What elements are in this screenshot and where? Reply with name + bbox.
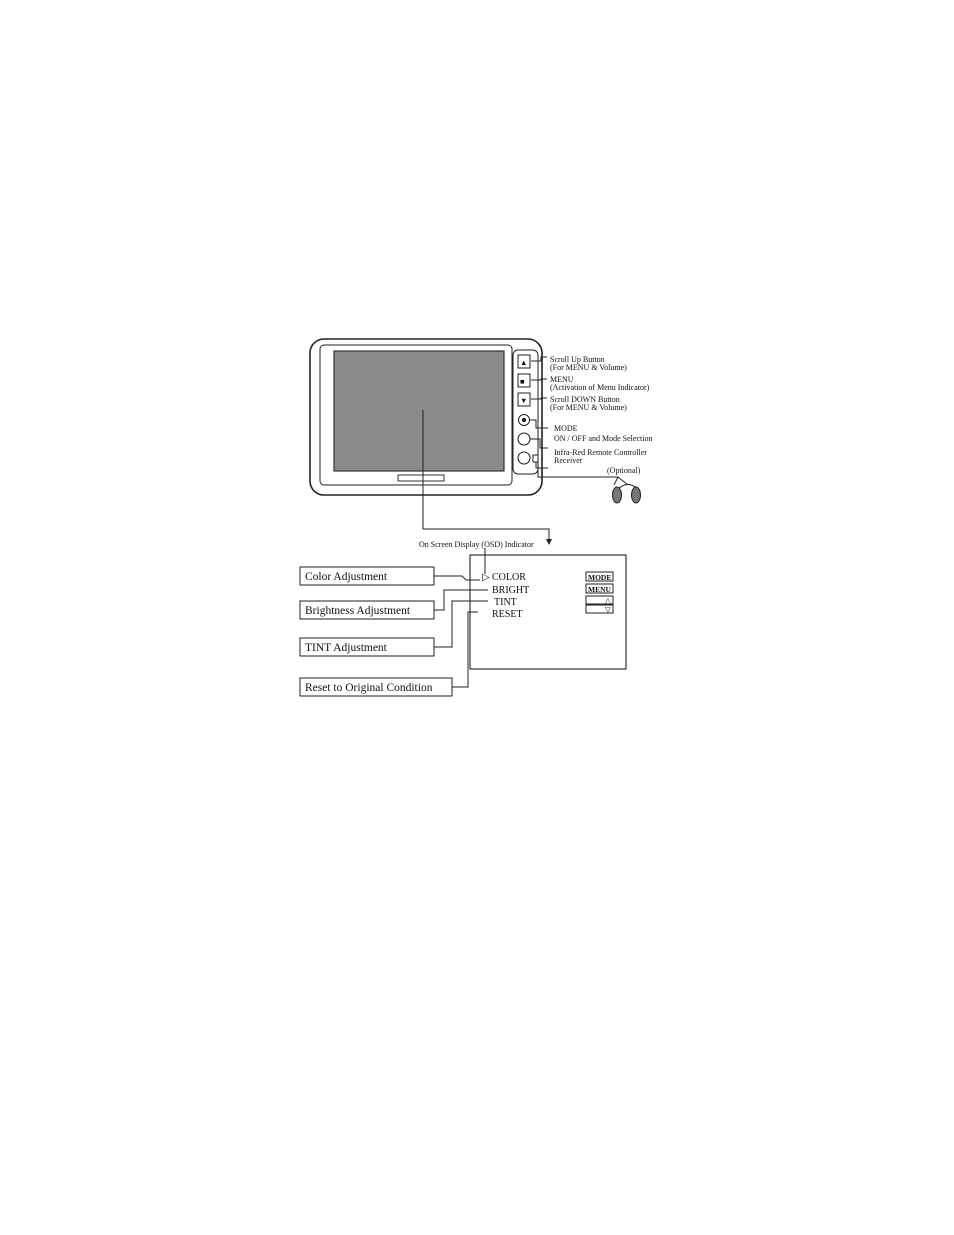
- tint-adjustment-label: TINT Adjustment: [305, 642, 388, 654]
- reset-label: Reset to Original Condition: [305, 682, 433, 694]
- adjustment-connectors: [434, 575, 488, 688]
- osd-arrow-icon: [546, 539, 552, 545]
- osd-key-down: [585, 604, 614, 614]
- menu-glyph-icon: ■: [520, 377, 525, 386]
- osd-screen: ▷ COLOR BRIGHT TINT RESET MODE MENU △ ▽: [469, 548, 627, 670]
- brightness-adjustment-label: Brightness Adjustment: [305, 605, 411, 617]
- scroll-down-button[interactable]: [517, 392, 531, 407]
- monitor-bezel: [309, 338, 543, 496]
- callout-lines: [422, 356, 629, 545]
- mode-button-dot-icon: [521, 417, 527, 423]
- osd-key-menu-label: MENU: [588, 585, 611, 594]
- osd-cursor-icon: ▷: [482, 572, 490, 583]
- menu-sublabel: (Activation of Menu Indicator): [550, 383, 650, 392]
- osd-item-reset[interactable]: RESET: [492, 609, 523, 620]
- scroll-down-sublabel: (For MENU & Volume): [550, 403, 627, 412]
- scroll-down-glyph-icon: ▼: [520, 396, 527, 405]
- mode-label: MODE: [554, 424, 578, 433]
- scroll-up-button[interactable]: [517, 354, 531, 369]
- ir-receiver: [517, 451, 531, 465]
- callout-texts: Scroll Up Button (For MENU & Volume) MEN…: [419, 355, 652, 549]
- adjustment-boxes: Color Adjustment Brightness Adjustment T…: [299, 566, 453, 697]
- menu-button[interactable]: [517, 373, 531, 388]
- mode-sublabel: ON / OFF and Mode Selection: [554, 434, 652, 443]
- monitor-screen: [333, 350, 505, 472]
- osd-key-down-icon: ▽: [605, 605, 611, 614]
- osd-item-tint[interactable]: TINT: [494, 597, 517, 608]
- button-panel: [512, 349, 539, 475]
- monitor-base: [397, 474, 445, 482]
- headphones-icon: [612, 484, 641, 504]
- monitor-inner-bezel: [319, 344, 513, 486]
- menu-label: MENU: [550, 375, 574, 384]
- osd-key-mode: [585, 571, 614, 582]
- color-adjustment-label: Color Adjustment: [305, 571, 388, 583]
- osd-key-up: [585, 595, 614, 605]
- optional-label: (Optional): [607, 466, 641, 475]
- osd-key-mode-label: MODE: [588, 573, 611, 582]
- osd-key-menu: [585, 583, 614, 594]
- osd-indicator-label: On Screen Display (OSD) Indicator: [419, 540, 534, 549]
- osd-item-bright[interactable]: BRIGHT: [492, 585, 529, 596]
- ir-label: Infra-Red Remote Controller: [554, 448, 647, 457]
- ir-sublabel: Receiver: [554, 456, 583, 465]
- scroll-up-sublabel: (For MENU & Volume): [550, 363, 627, 372]
- monitor: ▲ ■ ▼: [309, 338, 543, 496]
- power-button[interactable]: [517, 432, 531, 446]
- scroll-down-label: Scroll DOWN Button: [550, 395, 620, 404]
- osd-item-color[interactable]: COLOR: [492, 572, 526, 583]
- headphone-jack: [532, 454, 539, 463]
- scroll-up-label: Scroll Up Button: [550, 355, 605, 364]
- scroll-up-glyph-icon: ▲: [520, 358, 527, 367]
- osd-key-up-icon: △: [605, 596, 611, 605]
